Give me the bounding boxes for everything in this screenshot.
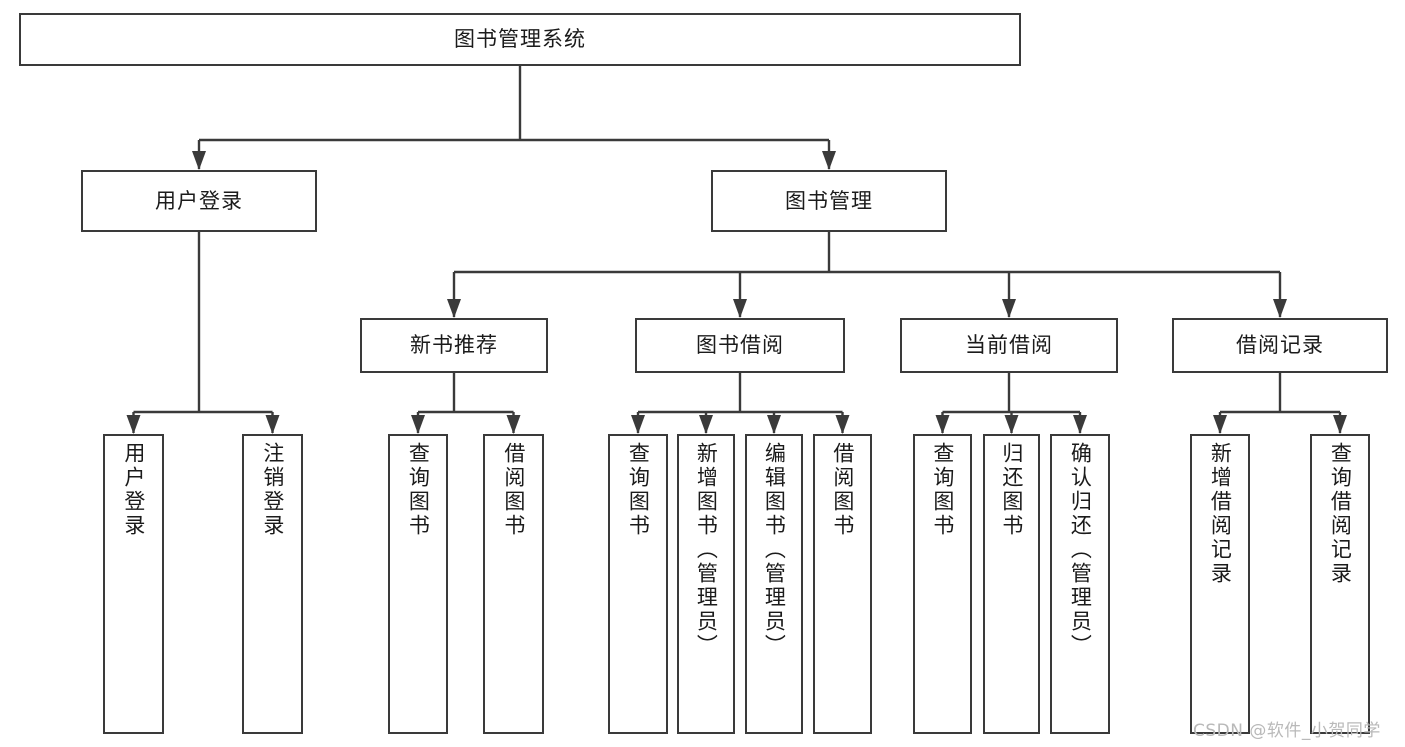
node-label-leaf_2: 查询图书	[406, 442, 431, 538]
arrow-head-icon-l3_1-0	[631, 415, 645, 434]
node-l3_3[interactable]: 借阅记录	[1172, 318, 1388, 373]
node-l3_2[interactable]: 当前借阅	[900, 318, 1118, 373]
node-leaf_3[interactable]: 借阅图书	[483, 434, 544, 734]
arrow-head-icon-l2_1-1	[733, 299, 747, 318]
arrow-head-icon-l3_2-0	[935, 415, 950, 434]
node-label-l3_0: 新书推荐	[410, 333, 498, 357]
node-label-leaf_12: 查询借阅记录	[1328, 442, 1353, 586]
node-leaf_1[interactable]: 注销登录	[242, 434, 303, 734]
node-label-leaf_0: 用户登录	[121, 442, 146, 538]
arrow-head-icon-l3_3-0	[1213, 415, 1227, 434]
node-leaf_11[interactable]: 新增借阅记录	[1190, 434, 1250, 734]
node-label-leaf_10: 确认归还（管理员）	[1068, 442, 1093, 658]
arrow-head-icon-l3_2-2	[1073, 415, 1087, 434]
node-label-leaf_8: 查询图书	[930, 442, 955, 538]
arrow-head-icon-l3_1-3	[835, 415, 850, 434]
arrow-head-icon-l2_0-1	[265, 415, 280, 434]
node-leaf_9[interactable]: 归还图书	[983, 434, 1040, 734]
node-l3_1[interactable]: 图书借阅	[635, 318, 845, 373]
node-label-l3_2: 当前借阅	[965, 333, 1053, 357]
arrow-head-icon-l3_1-2	[767, 415, 781, 434]
node-leaf_8[interactable]: 查询图书	[913, 434, 972, 734]
node-label-leaf_3: 借阅图书	[501, 442, 526, 538]
node-label-l2_1: 图书管理	[785, 188, 873, 213]
node-l3_0[interactable]: 新书推荐	[360, 318, 548, 373]
node-l2_1[interactable]: 图书管理	[711, 170, 947, 232]
node-label-leaf_4: 查询图书	[626, 442, 651, 538]
arrow-head-icon-l3_2-1	[1004, 415, 1019, 434]
node-label-leaf_1: 注销登录	[260, 442, 285, 538]
node-label-l3_1: 图书借阅	[696, 333, 784, 357]
node-leaf_6[interactable]: 编辑图书（管理员）	[745, 434, 803, 734]
node-label-leaf_5: 新增图书（管理员）	[694, 442, 719, 658]
node-leaf_4[interactable]: 查询图书	[608, 434, 668, 734]
node-root[interactable]: 图书管理系统	[19, 13, 1021, 66]
node-label-leaf_11: 新增借阅记录	[1208, 442, 1233, 586]
node-label-l2_0: 用户登录	[155, 188, 243, 213]
node-leaf_12[interactable]: 查询借阅记录	[1310, 434, 1370, 734]
node-label-leaf_7: 借阅图书	[830, 442, 855, 538]
node-l2_0[interactable]: 用户登录	[81, 170, 317, 232]
arrow-head-icon-l2_1-2	[1002, 299, 1016, 318]
arrow-head-icon-root-1	[822, 151, 836, 170]
arrow-head-icon-l3_0-0	[411, 415, 425, 434]
node-leaf_0[interactable]: 用户登录	[103, 434, 164, 734]
arrow-head-icon-l2_0-0	[126, 415, 141, 434]
node-label-leaf_6: 编辑图书（管理员）	[762, 442, 787, 658]
arrow-head-icon-l3_3-1	[1333, 415, 1347, 434]
node-leaf_10[interactable]: 确认归还（管理员）	[1050, 434, 1110, 734]
node-leaf_7[interactable]: 借阅图书	[813, 434, 872, 734]
arrow-head-icon-l3_1-1	[699, 415, 713, 434]
node-label-l3_3: 借阅记录	[1236, 333, 1324, 357]
node-leaf_5[interactable]: 新增图书（管理员）	[677, 434, 735, 734]
node-label-leaf_9: 归还图书	[999, 442, 1024, 538]
arrow-head-icon-l2_1-0	[447, 299, 461, 318]
node-label-root: 图书管理系统	[454, 27, 586, 51]
arrow-head-icon-l2_1-3	[1273, 299, 1287, 318]
arrow-head-icon-l3_0-1	[506, 415, 521, 434]
arrow-head-icon-root-0	[192, 151, 206, 170]
node-leaf_2[interactable]: 查询图书	[388, 434, 448, 734]
